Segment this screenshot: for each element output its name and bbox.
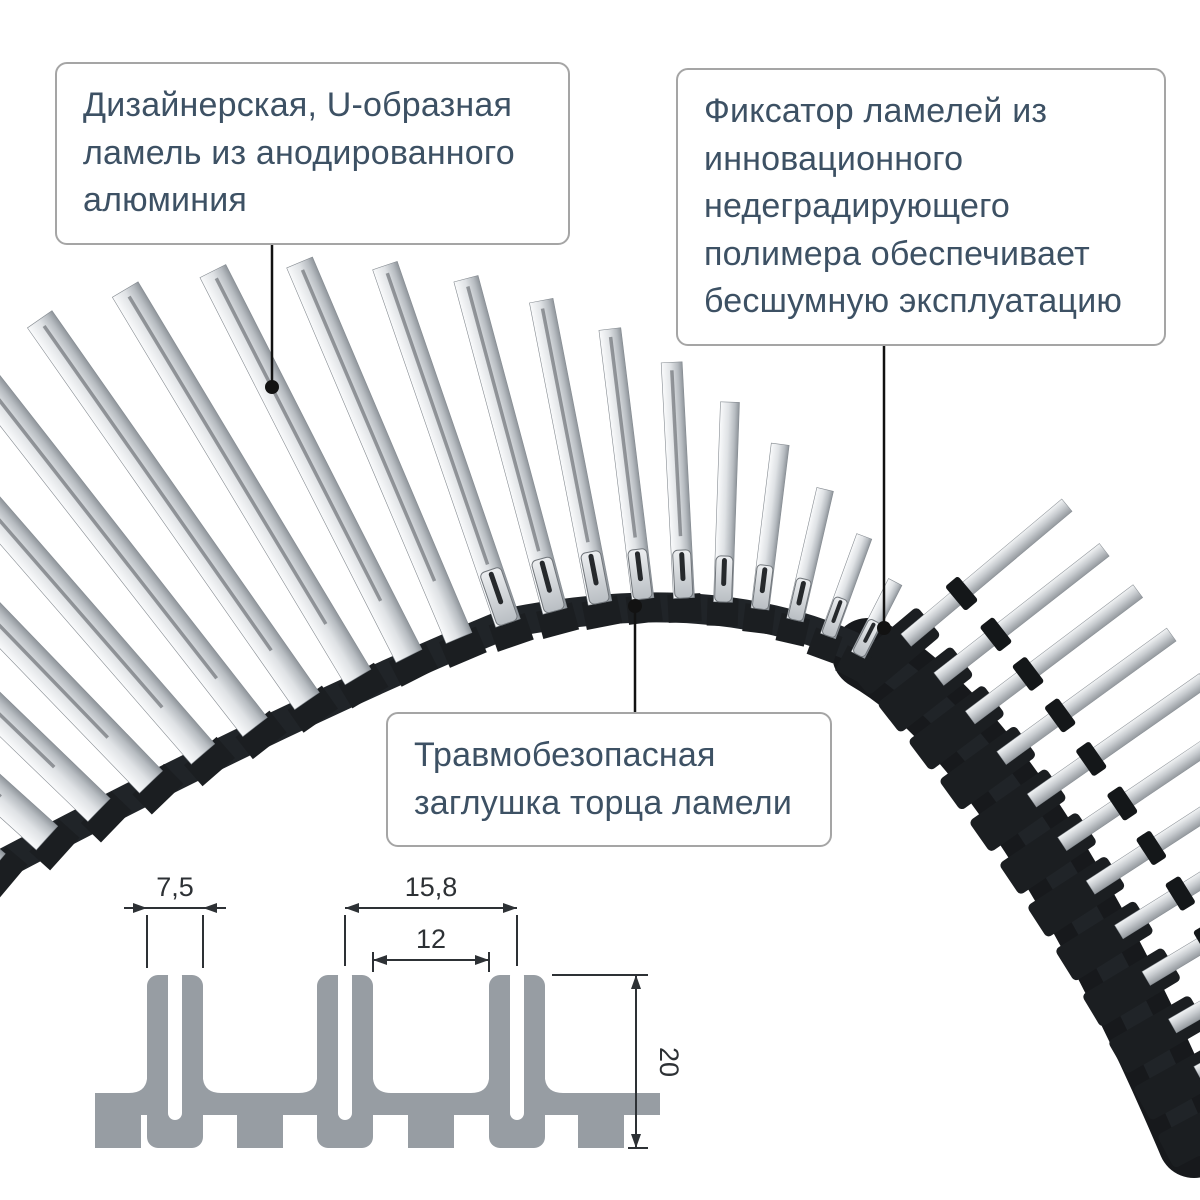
callout-endcap-text: Травмобезопасная заглушка торца ламели	[414, 736, 793, 822]
lamella-slat	[529, 298, 623, 630]
fixator-unit	[1083, 863, 1200, 1026]
fixator-unit	[1028, 766, 1200, 937]
lamella-slat	[835, 578, 903, 683]
base-foot	[408, 1113, 454, 1148]
callout-lamella-text: Дизайнерская, U-образная ламель из аноди…	[83, 86, 515, 220]
leader-lines	[270, 228, 886, 714]
fillet	[129, 1079, 147, 1093]
fillet	[373, 1079, 391, 1093]
dimension-15-8: 15,8	[344, 872, 518, 966]
dim-label-pitch: 15,8	[405, 872, 458, 902]
lamella-slat	[742, 442, 790, 635]
lamella-slat	[286, 256, 487, 668]
cross-section-drawing: 7,5 15,8 12	[95, 872, 684, 1149]
lamella-slat	[775, 487, 834, 647]
fixator-unit	[878, 543, 1110, 732]
fixator-unit	[1134, 964, 1200, 1120]
u-profile	[147, 969, 203, 1148]
dimension-20: 20	[552, 974, 684, 1149]
right-grille-section	[846, 498, 1200, 1168]
lamella-slat	[0, 531, 28, 899]
dimension-12: 12	[372, 924, 490, 972]
base-foot	[237, 1113, 283, 1148]
lamella-slat	[0, 378, 235, 787]
dim-label-gap: 12	[416, 924, 446, 954]
fixator-unit	[846, 498, 1073, 694]
lamella-slat	[0, 417, 184, 815]
leader-dot-lamella	[265, 380, 279, 394]
fillet	[203, 1079, 221, 1093]
fixator-unit	[909, 584, 1144, 770]
base-foot	[578, 1113, 624, 1148]
u-profile	[317, 969, 373, 1148]
fixator-unit	[1158, 1092, 1200, 1168]
lamella-slat	[0, 341, 287, 760]
lamella-slat	[0, 454, 132, 843]
dim-label-lamella-width: 7,5	[156, 872, 194, 902]
lamella-slat	[27, 310, 338, 733]
lamella-slat	[372, 260, 534, 652]
fixator-unit	[1109, 913, 1200, 1073]
lamella-slat	[199, 264, 439, 687]
leader-dot-fixator	[877, 621, 891, 635]
fixator-unit	[1000, 719, 1200, 894]
lamella-slat	[111, 281, 389, 709]
leader-dot-endcap	[628, 599, 642, 613]
dimension-7-5: 7,5	[124, 872, 226, 968]
left-grille-section	[0, 256, 903, 899]
base-foot	[95, 1113, 141, 1148]
fixator-unit	[940, 627, 1177, 810]
lamella-slat	[806, 533, 873, 664]
callout-lamella: Дизайнерская, U-образная ламель из аноди…	[55, 62, 570, 245]
fillet	[299, 1079, 317, 1093]
leader-dots	[265, 380, 891, 635]
u-profile	[489, 969, 545, 1148]
callout-fixator-text: Фиксатор ламелей из инновационного недег…	[704, 92, 1123, 321]
fixator-unit	[970, 673, 1200, 851]
callout-endcap: Травмобезопасная заглушка торца ламели	[386, 712, 832, 848]
lamella-slat	[0, 492, 80, 871]
fillet	[471, 1079, 489, 1093]
lamella-slat	[706, 401, 740, 627]
lamella-slat	[660, 361, 702, 623]
lamella-slat	[453, 275, 580, 639]
dim-label-height: 20	[654, 1047, 684, 1077]
callout-fixator: Фиксатор ламелей из инновационного недег…	[676, 68, 1166, 346]
fillet	[545, 1079, 563, 1093]
fixator-unit	[1056, 813, 1200, 981]
